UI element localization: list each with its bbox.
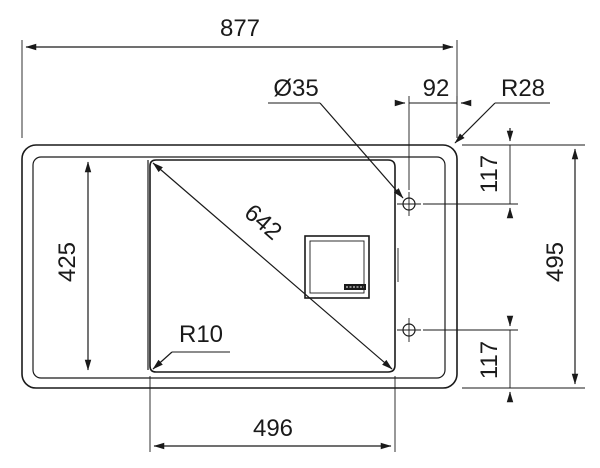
tap-hole-lower — [397, 318, 421, 342]
dimension-corner-radius: R28 — [454, 75, 550, 144]
tap-hole-upper — [397, 192, 421, 216]
dimension-overall-depth: 495 — [462, 144, 585, 389]
bowl-depth-label: 425 — [54, 242, 81, 282]
overall-depth-label: 495 — [542, 242, 569, 282]
tap-hole-diameter-label: Ø35 — [273, 75, 318, 102]
bowl — [149, 159, 399, 373]
overall-width-label: 877 — [220, 15, 260, 42]
dimension-overall-width: 877 — [21, 15, 458, 138]
tap-hole-offset-label: 92 — [423, 75, 450, 102]
dimension-bowl-depth: 425 — [54, 161, 92, 371]
bowl-width-label: 496 — [253, 415, 293, 442]
bowl-radius-label: R10 — [179, 321, 223, 348]
corner-radius-label: R28 — [501, 75, 545, 102]
bowl-diagonal-label: 642 — [239, 199, 287, 246]
tap-hole-bottom-label: 117 — [476, 341, 503, 379]
dimension-bowl-width: 496 — [149, 376, 396, 452]
sink-outline — [21, 144, 458, 389]
tap-hole-top-label: 117 — [476, 155, 503, 193]
dimension-bowl-radius: R10 — [152, 321, 230, 370]
dimension-tap-hole-offset: 92 — [394, 75, 472, 190]
dimension-tap-hole-bottom: 117 — [423, 315, 518, 403]
drain-box — [304, 235, 370, 299]
dimension-tap-hole-diameter: Ø35 — [268, 75, 404, 199]
dimension-tap-hole-top: 117 — [423, 128, 518, 219]
